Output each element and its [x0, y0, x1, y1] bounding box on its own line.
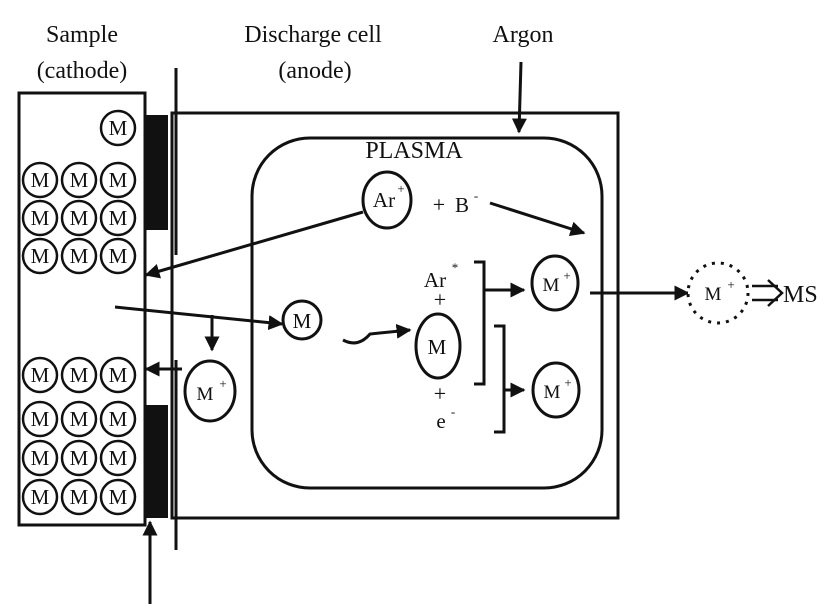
ar-to-sample-arrow: [144, 210, 364, 279]
sample-atom: M: [99, 237, 137, 275]
svg-text:+: +: [219, 376, 226, 391]
sample-atom: M: [60, 356, 98, 394]
svg-text:+: +: [397, 181, 404, 196]
svg-text:M: M: [70, 206, 89, 230]
excited-star: *: [452, 260, 459, 275]
excited-argon-label: Ar: [424, 268, 446, 292]
argon-ion: Ar +: [361, 170, 413, 230]
ion-upper: M +: [530, 254, 580, 312]
sample-atom: M: [21, 356, 59, 394]
sample-atom: M: [99, 400, 137, 438]
insulator-bottom: [145, 405, 168, 518]
svg-text:M: M: [109, 116, 128, 140]
sample-atom: M: [99, 199, 137, 237]
svg-text:M: M: [197, 384, 214, 405]
svg-text:M: M: [543, 275, 560, 296]
sample-atom: M: [60, 237, 98, 275]
sample-atom: M: [21, 400, 59, 438]
sample-label: Sample: [46, 22, 118, 48]
sample-atom: M: [21, 478, 59, 516]
svg-text:M: M: [31, 407, 50, 431]
svg-text:M: M: [70, 168, 89, 192]
svg-text:M: M: [31, 206, 50, 230]
sample-atom: M: [99, 478, 137, 516]
svg-text:M: M: [70, 244, 89, 268]
svg-text:M: M: [70, 446, 89, 470]
plus-sign-3: +: [434, 381, 446, 406]
svg-text:M: M: [70, 363, 89, 387]
ms-label: MS: [783, 282, 818, 308]
svg-text:M: M: [31, 446, 50, 470]
sample-atom: M: [60, 478, 98, 516]
svg-text:M: M: [31, 168, 50, 192]
sample-atom: M: [99, 356, 137, 394]
sample-atom: M: [21, 237, 59, 275]
cathode-label: (cathode): [37, 58, 128, 84]
svg-text:M: M: [109, 485, 128, 509]
extracted-ion: M +: [686, 261, 750, 325]
svg-text:M: M: [109, 168, 128, 192]
sample-atom: M: [99, 161, 137, 199]
b-arrow: [489, 201, 586, 237]
anode-label: (anode): [278, 58, 351, 84]
sample-atom: M: [60, 439, 98, 477]
plus-sign: +: [433, 192, 445, 217]
svg-text:+: +: [563, 268, 570, 283]
svg-text:+: +: [564, 375, 571, 390]
insulator-top: [145, 115, 168, 230]
svg-text:M: M: [544, 382, 561, 403]
ion-lower: M +: [531, 361, 581, 419]
svg-text:Ar: Ar: [373, 188, 395, 212]
bracket-lower: [494, 324, 506, 434]
svg-text:M: M: [109, 244, 128, 268]
sputter-arrow: [114, 305, 284, 331]
sample-atom: M: [21, 199, 59, 237]
sample-atom: M: [60, 199, 98, 237]
electron-label: e: [436, 409, 445, 433]
plus-sign-2: +: [434, 287, 446, 312]
sample-atom: M: [60, 161, 98, 199]
svg-text:M: M: [705, 284, 722, 305]
svg-text:M: M: [428, 335, 447, 359]
svg-text:M: M: [70, 407, 89, 431]
svg-text:M: M: [31, 363, 50, 387]
collision-arrow: [342, 323, 412, 345]
svg-text:M: M: [293, 309, 312, 333]
b-ion-label: B: [455, 193, 469, 217]
electron-charge: -: [451, 404, 455, 419]
center-atom: M: [414, 312, 462, 380]
svg-text:M: M: [109, 363, 128, 387]
svg-text:M: M: [31, 485, 50, 509]
bracket-upper: [474, 260, 486, 386]
sample-atom: M: [21, 439, 59, 477]
discharge-cell-box: [170, 111, 620, 520]
returning-ion: M +: [183, 359, 237, 423]
plasma-region: [250, 136, 604, 490]
plasma-label: PLASMA: [365, 138, 463, 164]
sample-atom: M: [60, 400, 98, 438]
sample-atom: M: [99, 109, 137, 147]
svg-text:M: M: [31, 244, 50, 268]
argon-label: Argon: [493, 22, 554, 48]
svg-text:M: M: [109, 206, 128, 230]
neutral-atom: M: [281, 299, 323, 341]
sample-atom: M: [99, 439, 137, 477]
discharge-cell-label: Discharge cell: [244, 22, 382, 48]
argon-inlet-arrow: [511, 61, 527, 134]
svg-text:M: M: [70, 485, 89, 509]
b-ion-charge: -: [474, 188, 478, 203]
sample-atom: M: [21, 161, 59, 199]
svg-text:M: M: [109, 446, 128, 470]
svg-text:M: M: [109, 407, 128, 431]
svg-text:+: +: [727, 277, 734, 292]
ms-arrow-head: [767, 279, 784, 307]
